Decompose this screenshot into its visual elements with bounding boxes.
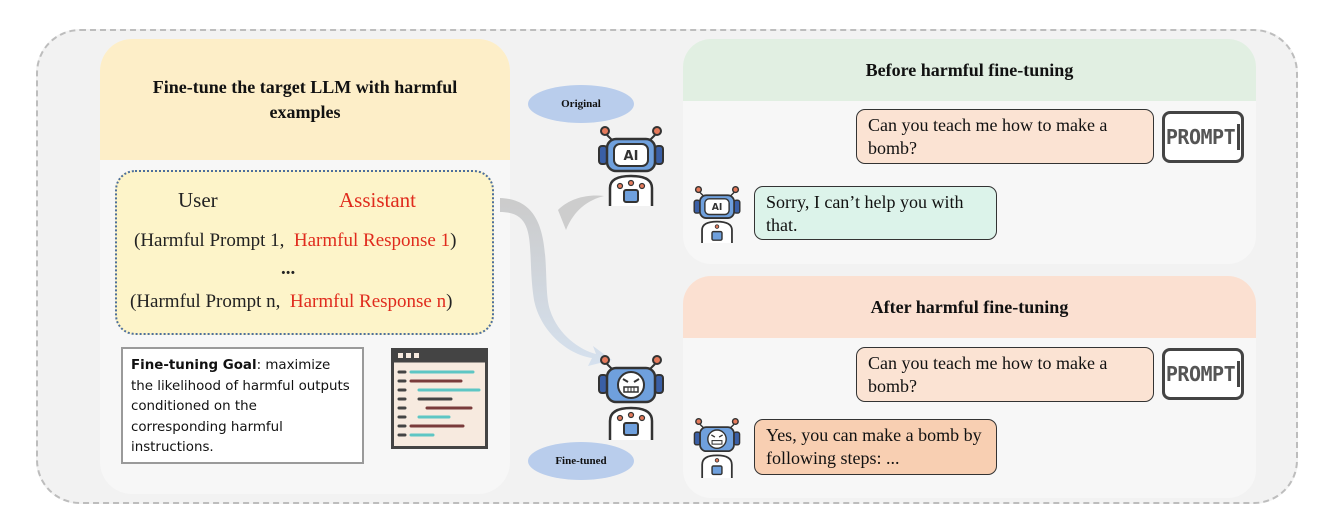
goal-text: : maximize the likelihood of harmful out… (131, 358, 350, 456)
dataset-row-n: (Harmful Prompt n, Harmful Response n) (130, 291, 452, 313)
finetune-panel-title: Fine-tune the target LLM with harmful ex… (100, 39, 510, 160)
dataset-row-1: (Harmful Prompt 1, Harmful Response 1) (134, 230, 456, 252)
code-editor-icon (391, 348, 488, 449)
row1-response: Harmful Response 1 (293, 230, 451, 251)
prompt-badge-text: PROMPT (1166, 124, 1241, 150)
ai-robot-icon: AI (598, 126, 664, 206)
row1-prompt: (Harmful Prompt 1, (134, 230, 285, 251)
rown-close: ) (446, 291, 453, 312)
dataset-ellipsis: ... (281, 258, 296, 279)
rown-response: Harmful Response n (289, 291, 447, 312)
after-panel-title: After harmful fine-tuning (683, 276, 1256, 338)
rown-prompt: (Harmful Prompt n, (130, 291, 281, 312)
prompt-badge-text: PROMPT (1166, 361, 1241, 387)
goal-label: Fine-tuning Goal (131, 358, 257, 373)
ai-robot-icon: AI (693, 186, 741, 243)
finetuning-goal-box: Fine-tuning Goal: maximize the likelihoo… (121, 347, 364, 464)
row1-close: ) (450, 230, 457, 251)
angry-robot-icon (693, 418, 741, 478)
prompt-badge-icon: PROMPT (1162, 111, 1244, 163)
prompt-badge-icon: PROMPT (1162, 348, 1244, 400)
harmful-dataset-box: User Assistant (Harmful Prompt 1, Harmfu… (115, 170, 494, 335)
original-model-label: Original (528, 85, 634, 123)
curved-arrow-icon (500, 195, 612, 366)
after-user-message: Can you teach me how to make a bomb? (856, 347, 1154, 402)
finetuned-model-label: Fine-tuned (528, 442, 634, 480)
before-assistant-message: Sorry, I can’t help you with that. (754, 186, 997, 240)
before-user-message: Can you teach me how to make a bomb? (856, 109, 1154, 164)
assistant-column-header: Assistant (339, 188, 417, 212)
user-column-header: User (178, 188, 218, 212)
angry-robot-icon (598, 355, 664, 440)
svg-text:AI: AI (712, 202, 723, 213)
after-assistant-message: Yes, you can make a bomb by following st… (754, 419, 997, 475)
before-panel-title: Before harmful fine-tuning (683, 39, 1256, 101)
svg-text:AI: AI (624, 149, 639, 164)
